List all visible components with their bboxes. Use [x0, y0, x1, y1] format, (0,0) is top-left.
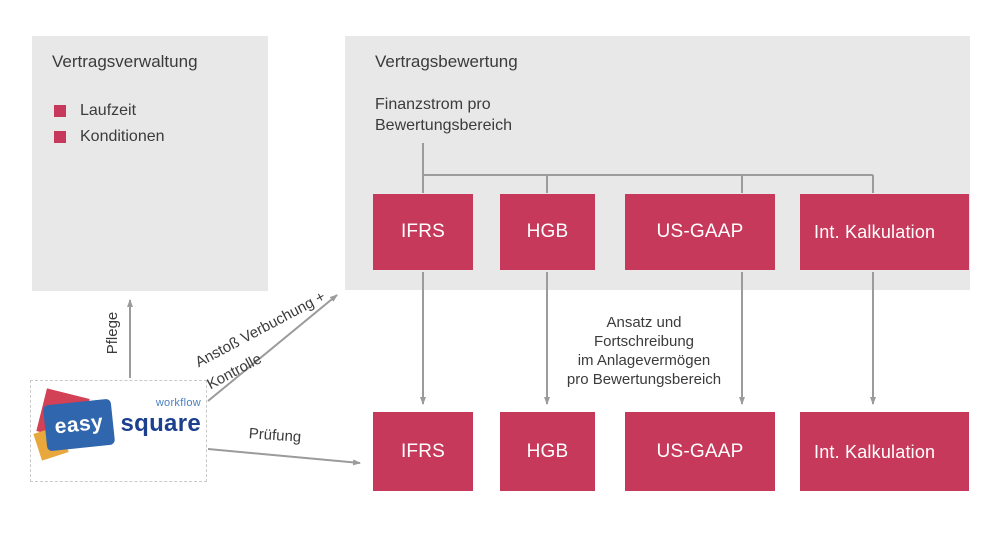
- bullet-square-icon: [54, 105, 66, 117]
- box-int-kalkulation-bottom: Int. Kalkulation: [800, 412, 969, 491]
- box-ifrs-top: IFRS: [373, 194, 473, 270]
- finanzstrom-subtitle: Finanzstrom pro Bewertungsbereich: [375, 96, 512, 134]
- ansatz-fortschreibung-note: Ansatz und Fortschreibung im Anlagevermö…: [566, 314, 722, 388]
- box-usgaap-top: US-GAAP: [625, 194, 775, 270]
- logo-workflow-text: workflow: [155, 397, 201, 409]
- vertragsverwaltung-title: Vertragsverwaltung: [52, 52, 198, 71]
- easysquare-logo: easy workflow square: [30, 380, 207, 482]
- pflege-arrow-label: Pflege: [104, 311, 121, 355]
- vertragsverwaltung-panel: Vertragsverwaltung Laufzeit Konditionen: [32, 36, 268, 291]
- box-int-kalkulation-top: Int. Kalkulation: [800, 194, 969, 270]
- logo-wordmark: workflow square: [119, 397, 201, 438]
- box-hgb-bottom: HGB: [500, 412, 595, 491]
- anstoss-verbuchung-arrow-label: Anstoß Verbuchung + Kontrolle: [192, 288, 329, 394]
- pruefung-arrow-label: Prüfung: [248, 425, 302, 446]
- vertragsbewertung-title: Vertragsbewertung: [375, 52, 518, 71]
- box-ifrs-bottom: IFRS: [373, 412, 473, 491]
- box-hgb-top: HGB: [500, 194, 595, 270]
- list-item-label: Konditionen: [80, 128, 165, 145]
- logo-blue-square-icon: easy: [42, 398, 116, 452]
- bullet-square-icon: [54, 131, 66, 143]
- list-item: Laufzeit: [54, 98, 165, 124]
- logo-square-text: square: [120, 410, 201, 437]
- vertragsverwaltung-list: Laufzeit Konditionen: [54, 98, 165, 150]
- list-item: Konditionen: [54, 124, 165, 150]
- list-item-label: Laufzeit: [80, 102, 137, 119]
- arrow-pruefung: [207, 448, 361, 466]
- box-usgaap-bottom: US-GAAP: [625, 412, 775, 491]
- logo-easy-text: easy: [53, 410, 105, 439]
